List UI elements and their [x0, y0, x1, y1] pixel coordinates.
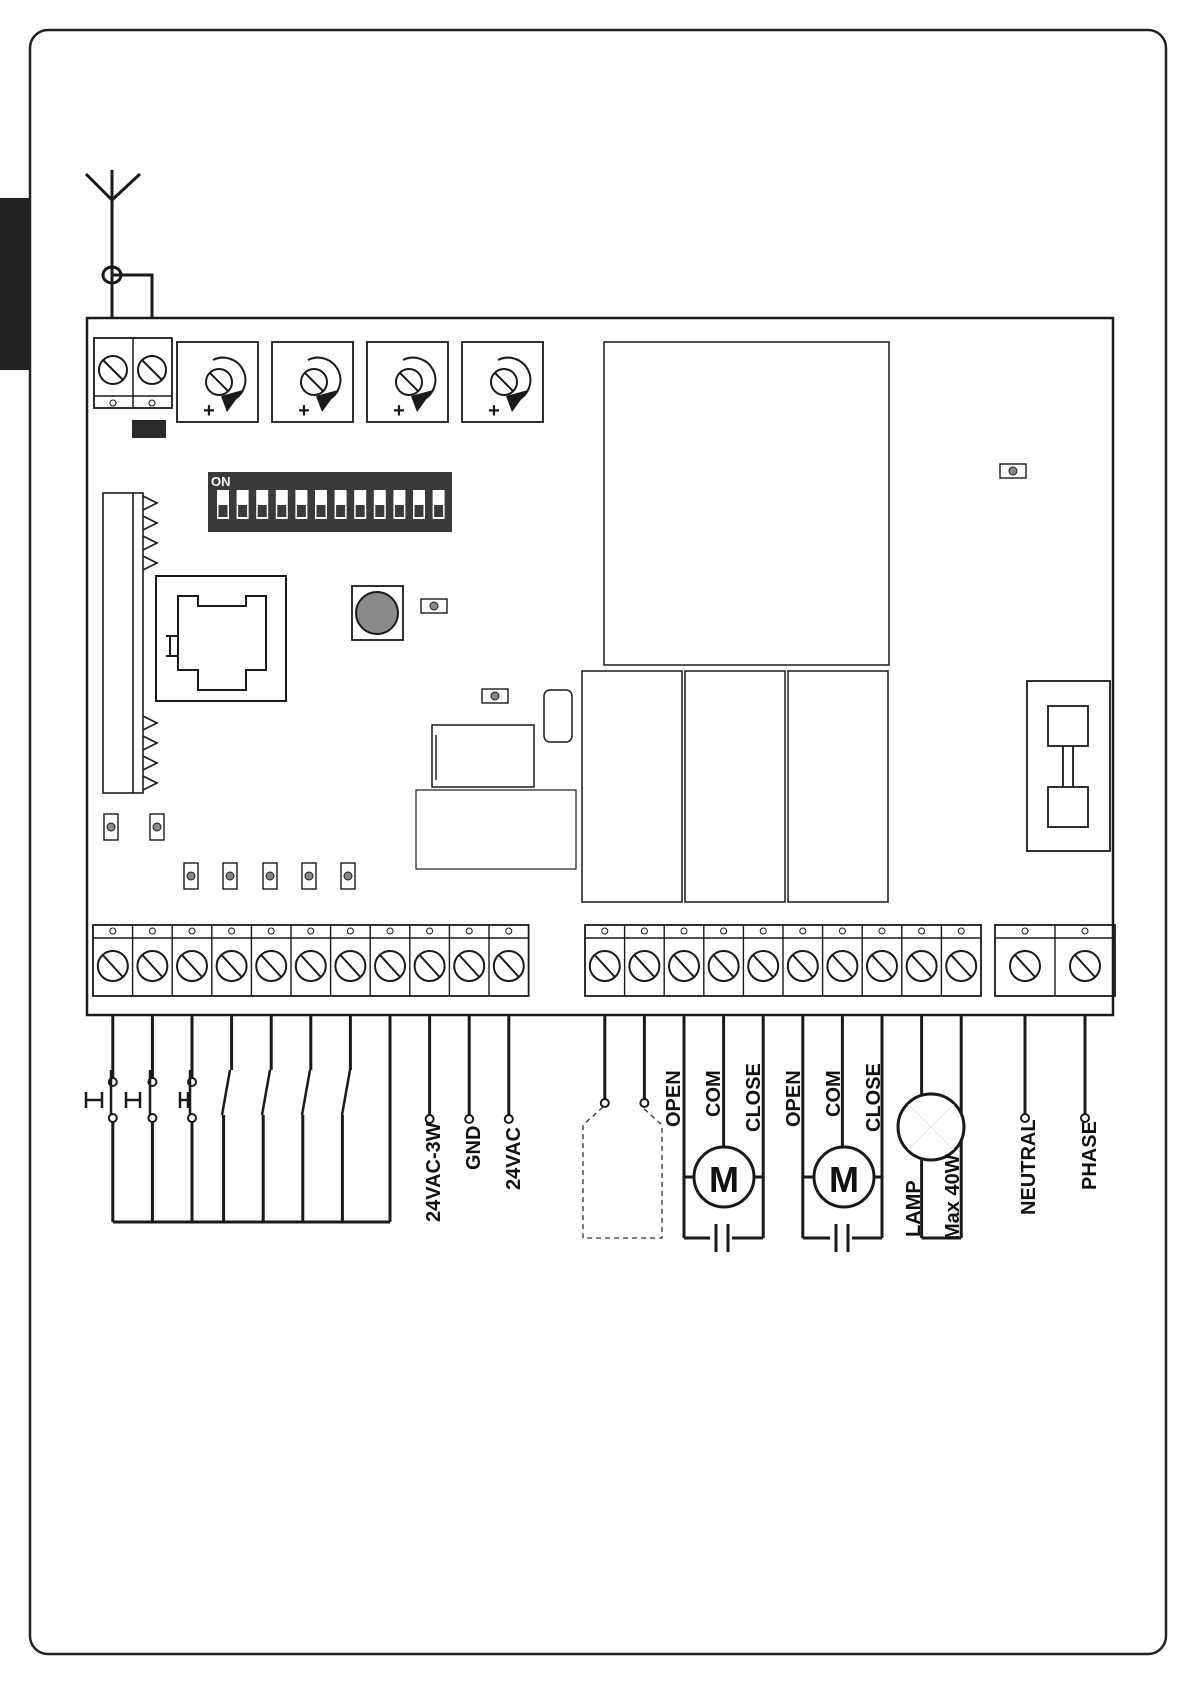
led-indicator	[223, 863, 237, 889]
dip-toggle[interactable]	[433, 490, 445, 519]
terminal-screw[interactable]	[415, 928, 445, 981]
led-indicator	[421, 599, 447, 613]
led-indicator	[263, 863, 277, 889]
page-frame	[30, 30, 1166, 1654]
led-indicator	[302, 863, 316, 889]
terminal-screw[interactable]	[946, 928, 976, 981]
radio-module	[604, 342, 889, 665]
fuse-holder	[1027, 681, 1110, 851]
motor-2-symbol: M	[829, 1159, 859, 1200]
label-lamp-max: Max 40W	[942, 1154, 964, 1240]
transformer-block	[416, 790, 576, 869]
terminal-screw[interactable]	[709, 928, 739, 981]
dip-toggle[interactable]	[276, 490, 288, 519]
dip-toggle[interactable]	[374, 490, 386, 519]
terminal-screw[interactable]	[669, 928, 699, 981]
terminal-screw[interactable]	[177, 928, 207, 981]
trimmer-3[interactable]: +	[367, 342, 448, 422]
dip-toggle[interactable]	[256, 490, 268, 519]
trimmer-group: + + + +	[177, 342, 543, 422]
trimmer-1[interactable]: +	[177, 342, 258, 422]
label-m1-com: COM	[703, 1070, 725, 1117]
label-24vac-3w: 24VAC-3W	[423, 1122, 445, 1222]
trimmer-2[interactable]: +	[272, 342, 353, 422]
terminal-screw[interactable]	[256, 928, 286, 981]
terminal-block-low-voltage	[93, 925, 529, 996]
led-indicator	[341, 863, 355, 889]
dip-toggle[interactable]	[335, 490, 347, 519]
terminal-screw[interactable]	[375, 928, 405, 981]
dip-toggle[interactable]	[413, 490, 425, 519]
terminal-screw[interactable]	[827, 928, 857, 981]
label-lamp: LAMP	[903, 1180, 925, 1237]
led-indicator	[482, 689, 508, 703]
terminal-screw[interactable]	[98, 928, 128, 981]
terminal-screw[interactable]	[629, 928, 659, 981]
terminal-screw[interactable]	[788, 928, 818, 981]
dip-toggle[interactable]	[393, 490, 405, 519]
terminal-screw[interactable]	[907, 928, 937, 981]
label-gnd: GND	[463, 1126, 485, 1170]
side-tab	[0, 198, 30, 370]
motor-1: M	[694, 1147, 754, 1207]
dip-switch-on-label: ON	[211, 474, 231, 489]
lamp-icon	[898, 1094, 964, 1160]
terminal-block-motors	[585, 925, 981, 996]
dip-toggle[interactable]	[217, 490, 229, 519]
trimmer-plus-sign: +	[203, 400, 215, 422]
label-m1-close: CLOSE	[743, 1063, 765, 1132]
terminal-blocks	[93, 925, 1115, 996]
label-phase: PHASE	[1079, 1121, 1101, 1190]
terminal-screw[interactable]	[296, 928, 326, 981]
led-indicator	[150, 814, 164, 840]
dip-toggle[interactable]	[315, 490, 327, 519]
terminal-screw[interactable]	[217, 928, 247, 981]
relay-1	[582, 671, 682, 902]
terminal-screw[interactable]	[1010, 928, 1040, 981]
rj-socket	[156, 576, 286, 701]
terminal-screw[interactable]	[454, 928, 484, 981]
trimmer-4[interactable]: +	[462, 342, 543, 422]
label-neutral: NEUTRAL	[1018, 1119, 1040, 1215]
label-24vac: 24VAC	[503, 1127, 525, 1190]
capacitor-block	[544, 690, 572, 742]
led-indicator	[184, 863, 198, 889]
ic-chip	[432, 725, 534, 787]
photocell-outline	[583, 1107, 662, 1238]
trimmer-plus-sign: +	[393, 400, 405, 422]
learn-push-button[interactable]	[352, 586, 403, 640]
label-m1-open: OPEN	[663, 1070, 685, 1127]
relay-2	[685, 671, 785, 902]
trimmer-plus-sign: +	[298, 400, 310, 422]
terminal-screw[interactable]	[1070, 928, 1100, 981]
dip-toggle[interactable]	[354, 490, 366, 519]
label-m2-open: OPEN	[783, 1070, 805, 1127]
terminal-block-power	[995, 925, 1115, 996]
dip-switch[interactable]: ON	[208, 472, 452, 532]
terminal-screw[interactable]	[335, 928, 365, 981]
terminal-screw[interactable]	[590, 928, 620, 981]
terminal-screw[interactable]	[748, 928, 778, 981]
label-m2-com: COM	[823, 1070, 845, 1117]
jumper-block	[132, 420, 166, 438]
relay-3	[788, 671, 888, 902]
expansion-connector	[103, 493, 157, 793]
motor-1-symbol: M	[709, 1159, 739, 1200]
led-indicator	[1000, 464, 1026, 478]
antenna-icon	[86, 170, 152, 318]
label-m2-close: CLOSE	[863, 1063, 885, 1132]
terminal-screw[interactable]	[494, 928, 524, 981]
trimmer-plus-sign: +	[488, 400, 500, 422]
input-contacts	[86, 1070, 350, 1115]
terminal-screw[interactable]	[137, 928, 167, 981]
dip-toggle[interactable]	[295, 490, 307, 519]
antenna-terminal-block	[94, 338, 172, 408]
motor-2: M	[814, 1147, 874, 1207]
terminal-screw[interactable]	[867, 928, 897, 981]
dip-toggle[interactable]	[237, 490, 249, 519]
led-indicator	[104, 814, 118, 840]
